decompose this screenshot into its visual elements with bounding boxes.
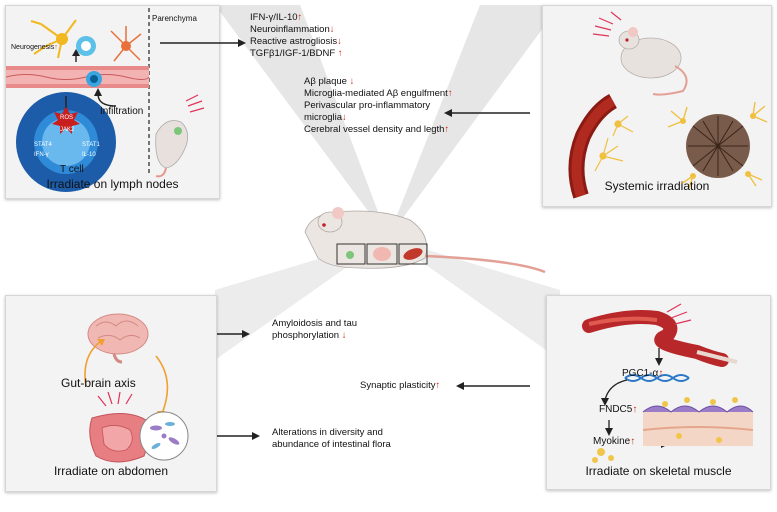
- lymph-node-effect-4: TGFβ1/IGF-1/BDNF ↑: [250, 48, 343, 59]
- lymph-node-panel: ROS JAK2 STAT4 STAT1 IFN-γ IL-10 Parench…: [5, 5, 220, 199]
- muscle-caption: Irradiate on skeletal muscle: [585, 464, 732, 478]
- brain-icon: [87, 313, 149, 364]
- systemic-effect-3: Perivascular pro-inflammatory: [304, 100, 431, 111]
- muscle-panel: PGC1-α↑ FNDC5↑ Myokine↑ Irradiate on ske…: [546, 295, 771, 490]
- microbiome-icon: [139, 411, 189, 461]
- astrocyte-icon: [110, 26, 142, 62]
- t-cell-label: T cell: [60, 164, 84, 175]
- systemic-caption: Systemic irradiation: [604, 179, 710, 193]
- infiltration-label: Infiltration: [100, 106, 144, 117]
- muscle-icon: [582, 310, 738, 367]
- myokine-label: Myokine↑: [593, 436, 636, 447]
- abdomen-effect-2-line1: Alterations in diversity and: [272, 427, 383, 438]
- synapse-icon: [642, 397, 754, 446]
- gut-brain-axis-label: Gut-brain axis: [61, 376, 136, 390]
- parenchyma-label: Parenchyma: [152, 14, 197, 23]
- muscle-effect: Synaptic plasticity↑: [360, 380, 441, 391]
- abdomen-effect-1-line2: phosphorylation ↓: [272, 330, 347, 341]
- fndc5-label: FNDC5↑: [599, 404, 638, 415]
- lymph-node-caption: Irradiate on lymph nodes: [46, 177, 179, 191]
- abdomen-effect-1-line1: Amyloidosis and tau: [272, 318, 358, 329]
- mouse-icon: [618, 27, 688, 96]
- svg-text:STAT1: STAT1: [82, 142, 100, 148]
- plaque-icon: [667, 101, 768, 189]
- intestine-icon: [89, 413, 150, 463]
- systemic-illustration: [568, 11, 768, 199]
- mouse-hindquarters-icon: [155, 94, 205, 178]
- ros-label: ROS: [60, 115, 73, 121]
- muscle-illustration: [582, 303, 754, 463]
- neurogenesis-label: Neurogenesis↑: [11, 44, 58, 51]
- dna-icon: [624, 374, 690, 382]
- lymph-node-effect-1: IFN-γ/IL-10↑: [250, 12, 303, 23]
- abdomen-effect-2-line2: abundance of intestinal flora: [272, 439, 391, 450]
- t-cell-icon: [16, 92, 116, 192]
- systemic-effect-1: Aβ plaque ↓: [304, 76, 355, 87]
- svg-text:IL-10: IL-10: [82, 152, 96, 158]
- systemic-effect-2: Microglia-mediated Aβ engulfment↑: [304, 88, 453, 99]
- neuron-icon: [30, 19, 77, 59]
- systemic-panel: Systemic irradiation: [542, 5, 772, 207]
- svg-text:STAT4: STAT4: [34, 142, 52, 148]
- astrocyte-icon: [594, 115, 634, 172]
- svg-text:JAK2: JAK2: [60, 127, 75, 133]
- abdomen-caption: Irradiate on abdomen: [53, 464, 169, 478]
- systemic-effect-4: microglia↓: [304, 112, 347, 123]
- abdomen-illustration: [84, 313, 189, 463]
- lymph-node-illustration: ROS JAK2 STAT4 STAT1 IFN-γ IL-10: [6, 8, 205, 192]
- center-mouse-icon: [304, 207, 546, 274]
- stem-cell-icon: [76, 36, 96, 56]
- pgc1a-label: PGC1-α↑: [622, 368, 664, 379]
- lymph-node-effect-3: Reactive astrogliosis↓: [250, 36, 342, 47]
- lymph-node-effect-2: Neuroinflammation↓: [250, 24, 335, 35]
- svg-text:IFN-γ: IFN-γ: [34, 152, 49, 158]
- abdomen-panel: Gut-brain axis Irradiate on abdomen: [5, 295, 217, 492]
- systemic-effect-5: Cerebral vessel density and legth↑: [304, 124, 450, 135]
